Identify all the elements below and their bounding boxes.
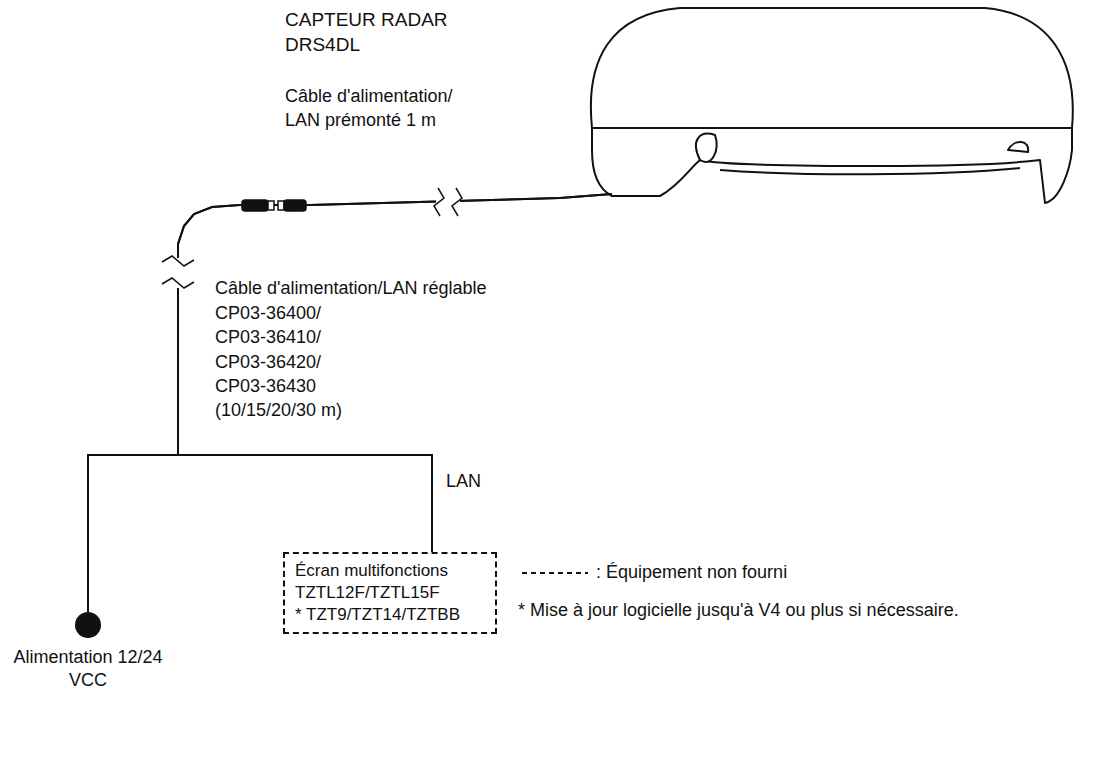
legend-text: : Équipement non fourni: [596, 560, 787, 584]
sensor-name: CAPTEUR RADAR DRS4DL: [285, 8, 460, 57]
display-unit: Écran multifonctions TZTL12F/TZTL15F* TZ…: [283, 552, 497, 634]
cable-line: [178, 194, 612, 552]
power-label: Alimentation 12/24 VCC: [5, 646, 171, 693]
radar-vent: [696, 134, 717, 162]
radar-base: [592, 128, 1072, 203]
cable-plug: [242, 200, 306, 211]
cable-break: [162, 188, 462, 288]
cable-label: Câble d'alimentation/LAN réglable: [215, 276, 535, 300]
radar-dome: [591, 8, 1073, 128]
cable-part-numbers: CP03-36400/ CP03-36410/ CP03-36420/ CP03…: [215, 301, 365, 422]
cable-label: Câble d'alimentation/ LAN prémonté 1 m: [285, 84, 485, 133]
radar-sensor: CAPTEUR RADAR DRS4DL: [575, 4, 1072, 202]
display-label: Écran multifonctions TZTL12F/TZTL15F: [295, 560, 485, 604]
footnote: * Mise à jour logicielle jusqu'à V4 ou p…: [518, 598, 1002, 622]
display-label: * TZT9/TZT14/TZTBB: [295, 604, 485, 626]
edge-label: LAN: [444, 469, 483, 493]
cable-line: [88, 194, 612, 612]
power-supply: Alimentation 12/24 VCC: [75, 612, 101, 638]
legend-dash-sample: [522, 566, 590, 578]
radar-clip: [1008, 142, 1028, 152]
legend-entry: : Équipement non fourni: [522, 560, 787, 584]
radar-groove: [720, 168, 1020, 174]
